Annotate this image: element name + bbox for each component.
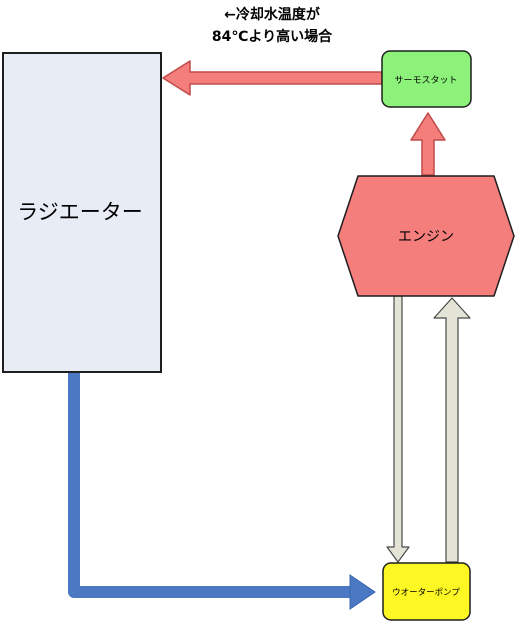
radiator-box [2, 52, 162, 373]
engine-to-thermostat-arrow [410, 112, 446, 176]
water-pump-label: ウオーターポンプ [392, 588, 460, 598]
thermostat-label: サーモスタット [394, 75, 457, 86]
pump-to-engine-arrow [433, 297, 471, 563]
annotation-line-2: 84℃より高い場合 [212, 28, 333, 45]
engine-shape [337, 175, 515, 297]
water-pump-box [382, 562, 471, 621]
thermostat-to-radiator-arrow [162, 60, 383, 96]
radiator-label: ラジエーター [17, 200, 143, 224]
engine-to-pump-arrow [386, 295, 410, 563]
cold-water-arrowhead [349, 574, 376, 610]
engine-label: エンジン [398, 229, 454, 245]
thermostat-box [381, 50, 472, 108]
annotation-line-1: ←冷却水温度が [224, 6, 321, 23]
cold-water-pipe [68, 372, 352, 598]
